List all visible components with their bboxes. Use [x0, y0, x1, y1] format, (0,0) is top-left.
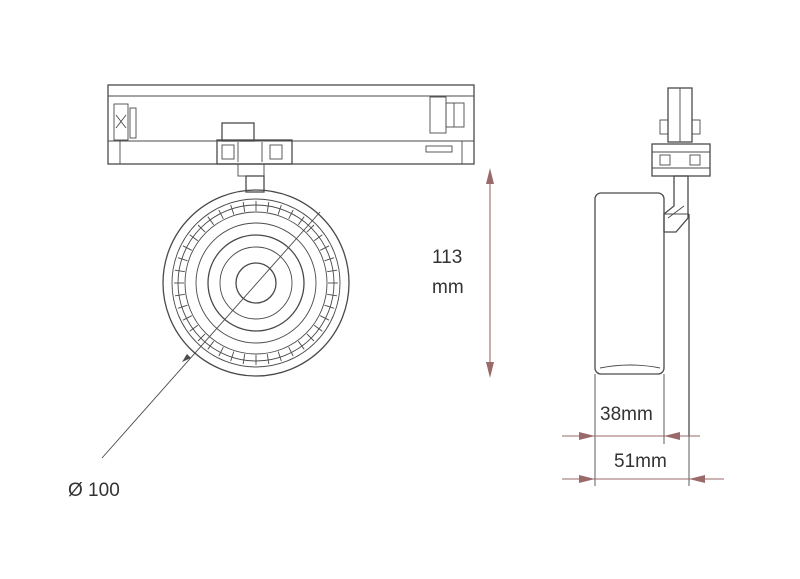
lamp-head: [162, 189, 350, 377]
cooling-fin: [266, 354, 270, 365]
height-dimension: [486, 168, 494, 378]
cooling-fin: [313, 234, 323, 242]
cooling-fin: [174, 293, 185, 297]
cooling-fin: [288, 346, 294, 357]
cooling-fin: [230, 351, 235, 362]
side-lamp-body: [594, 192, 690, 436]
cooling-fin: [197, 224, 206, 233]
cooling-fin: [327, 269, 338, 273]
width-51-dimension: [562, 436, 724, 486]
cooling-fin: [218, 209, 224, 220]
cooling-fin: [197, 333, 206, 342]
side-view: 38mm 51mm: [562, 87, 724, 486]
cooling-fin: [174, 269, 185, 273]
cooling-fin: [182, 245, 193, 251]
cooling-fin: [177, 304, 188, 309]
cooling-fin: [207, 340, 215, 350]
cooling-fin: [207, 216, 215, 226]
cooling-fin: [324, 257, 335, 262]
cooling-fin: [306, 333, 315, 342]
cooling-fins: [174, 201, 338, 365]
cooling-fin: [266, 201, 270, 212]
cooling-fin: [319, 315, 330, 321]
cooling-fin: [182, 315, 193, 321]
cooling-fin: [242, 354, 246, 365]
cooling-fin: [324, 304, 335, 309]
width-38-dimension: [562, 374, 700, 486]
side-track-adapter: [651, 87, 711, 177]
height-value-label: 113: [432, 247, 462, 268]
track-adapter: [216, 122, 293, 193]
diameter-leader: [101, 211, 321, 459]
side-arm: [663, 175, 689, 233]
front-view: Ø 100 113 mm: [68, 84, 494, 501]
cooling-fin: [288, 209, 294, 220]
cooling-fin: [218, 346, 224, 357]
diameter-label: Ø 100: [68, 480, 120, 501]
cooling-fin: [319, 245, 330, 251]
cooling-fin: [230, 204, 235, 215]
cooling-fin: [306, 224, 315, 233]
cooling-fin: [242, 201, 246, 212]
cooling-fin: [297, 216, 305, 226]
cooling-fin: [177, 257, 188, 262]
cooling-fin: [313, 324, 323, 332]
width-38-label: 38mm: [600, 404, 653, 425]
height-unit-label: mm: [432, 277, 464, 298]
cooling-fin: [277, 351, 282, 362]
cooling-fin: [189, 234, 199, 242]
cooling-fin: [297, 340, 305, 350]
width-51-label: 51mm: [614, 451, 667, 472]
track-rail: [107, 84, 475, 165]
cooling-fin: [189, 324, 199, 332]
cooling-fin: [327, 293, 338, 297]
cooling-fin: [277, 204, 282, 215]
